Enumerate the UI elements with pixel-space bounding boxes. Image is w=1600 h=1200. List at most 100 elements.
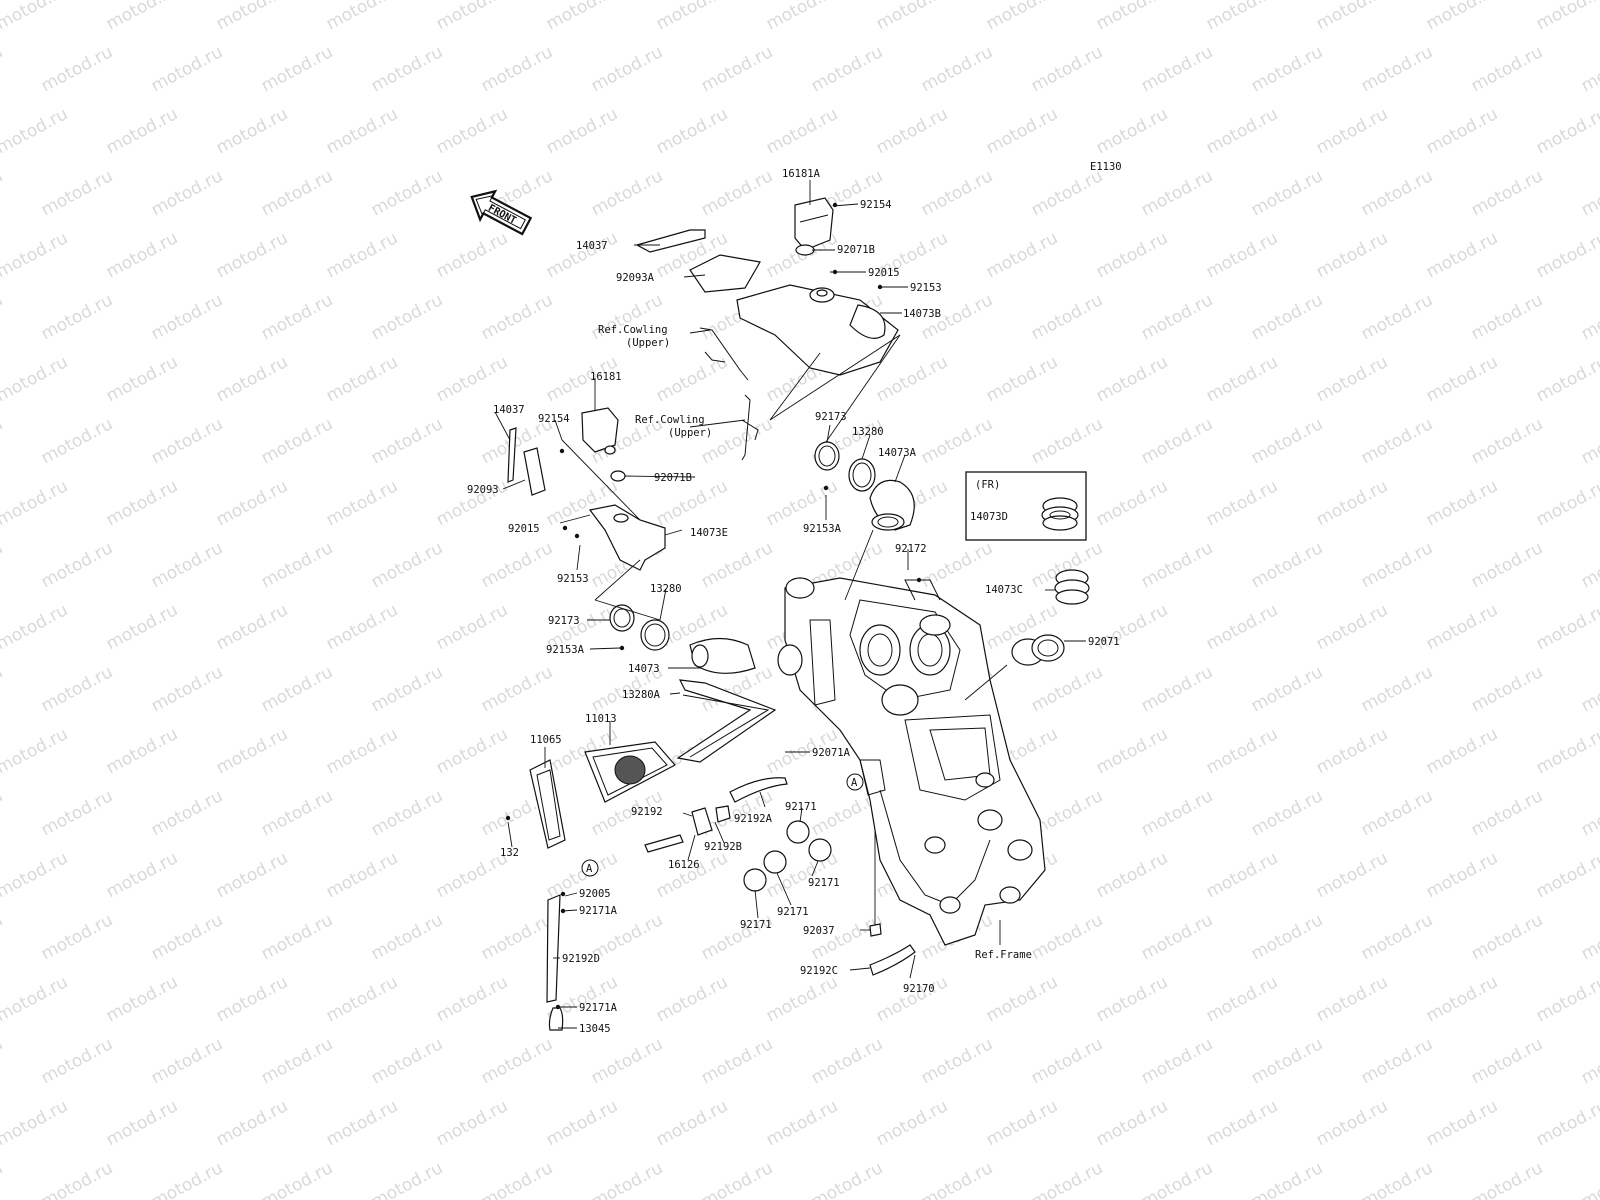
- watermark-text: motod.ru: [588, 42, 666, 96]
- watermark-text: motod.ru: [1578, 42, 1600, 96]
- watermark-text: motod.ru: [0, 476, 71, 530]
- elbow-14073A: [869, 479, 915, 531]
- callout-13280-right: 13280: [852, 426, 884, 438]
- watermark-text: motod.ru: [1093, 228, 1171, 282]
- watermark-text: motod.ru: [478, 1158, 556, 1200]
- duct-14073B: [736, 284, 899, 376]
- watermark-text: motod.ru: [1313, 724, 1391, 778]
- callout-ref-cowling-2b: (Upper): [668, 427, 712, 439]
- watermark-text: motod.ru: [0, 1034, 6, 1088]
- watermark-text: motod.ru: [1578, 166, 1600, 220]
- watermark-text: motod.ru: [918, 42, 996, 96]
- watermark-text: motod.ru: [1138, 290, 1216, 344]
- watermark-text: motod.ru: [368, 42, 446, 96]
- watermark-text: motod.ru: [38, 42, 116, 96]
- grille-14037-left: [507, 427, 517, 483]
- callout-14073B: 14073B: [903, 308, 941, 320]
- watermark-text: motod.ru: [808, 1158, 886, 1200]
- watermark-text: motod.ru: [1313, 972, 1391, 1026]
- watermark-text: motod.ru: [0, 414, 6, 468]
- callout-92153A-right: 92153A: [803, 523, 842, 535]
- intake-cover-16181A: [794, 197, 834, 256]
- watermark-text: motod.ru: [873, 104, 951, 158]
- watermark-text: motod.ru: [1533, 228, 1600, 282]
- joint-16126: [691, 807, 713, 836]
- watermark-text: motod.ru: [543, 228, 621, 282]
- watermark-text: motod.ru: [1533, 972, 1600, 1026]
- watermark-text: motod.ru: [368, 910, 446, 964]
- watermark-text: motod.ru: [1203, 600, 1281, 654]
- watermark-text: motod.ru: [543, 1096, 621, 1150]
- watermark-text: motod.ru: [148, 1158, 226, 1200]
- watermark-text: motod.ru: [0, 786, 6, 840]
- watermark-text: motod.ru: [103, 104, 181, 158]
- watermark-text: motod.ru: [873, 1096, 951, 1150]
- watermark-text: motod.ru: [1248, 290, 1326, 344]
- callout-92171A-1: 92171A: [579, 905, 618, 917]
- drain-hose-92192D: [546, 894, 564, 1031]
- watermark-text: motod.ru: [1248, 1034, 1326, 1088]
- watermark-text: motod.ru: [1028, 42, 1106, 96]
- watermark-text: motod.ru: [1248, 786, 1326, 840]
- watermark-text: motod.ru: [368, 786, 446, 840]
- watermark-text: motod.ru: [368, 290, 446, 344]
- watermark-text: motod.ru: [38, 1034, 116, 1088]
- watermark-text: motod.ru: [213, 104, 291, 158]
- watermark-text: motod.ru: [873, 972, 951, 1026]
- watermark-text: motod.ru: [1423, 972, 1501, 1026]
- watermark-text: motod.ru: [433, 972, 511, 1026]
- watermark-text: motod.ru: [653, 352, 731, 406]
- watermark-text: motod.ru: [588, 1158, 666, 1200]
- watermark-text: motod.ru: [433, 724, 511, 778]
- watermark-text: motod.ru: [1533, 0, 1600, 34]
- watermark-text: motod.ru: [1423, 104, 1501, 158]
- hose-92192B: [715, 805, 731, 823]
- watermark-text: motod.ru: [1138, 1034, 1216, 1088]
- watermark-text: motod.ru: [103, 600, 181, 654]
- callout-14073: 14073: [628, 663, 660, 675]
- hose-92192: [644, 834, 684, 853]
- watermark-text: motod.ru: [873, 0, 951, 34]
- watermark-text: motod.ru: [1203, 724, 1281, 778]
- watermark-text: motod.ru: [323, 1096, 401, 1150]
- watermark-text: motod.ru: [323, 972, 401, 1026]
- watermark-text: motod.ru: [1358, 414, 1436, 468]
- watermark-text: motod.ru: [763, 972, 841, 1026]
- watermark-text: motod.ru: [323, 228, 401, 282]
- watermark-text: motod.ru: [1358, 538, 1436, 592]
- watermark-text: motod.ru: [1468, 42, 1546, 96]
- watermark-text: motod.ru: [808, 910, 886, 964]
- watermark-text: motod.ru: [38, 166, 116, 220]
- callout-16181A: 16181A: [782, 168, 821, 180]
- watermark-text: motod.ru: [0, 600, 71, 654]
- watermark-text: motod.ru: [1423, 0, 1501, 34]
- watermark-text: motod.ru: [103, 1096, 181, 1150]
- watermark-text: motod.ru: [1313, 104, 1391, 158]
- watermark-text: motod.ru: [808, 1034, 886, 1088]
- watermark-text: motod.ru: [983, 1096, 1061, 1150]
- watermark-text: motod.ru: [258, 910, 336, 964]
- callout-92192A: 92192A: [734, 813, 773, 825]
- callout-11065: 11065: [530, 734, 562, 746]
- hose-92192A: [729, 777, 788, 803]
- watermark-text: motod.ru: [698, 166, 776, 220]
- clamps-92171-group: [743, 820, 832, 892]
- clamp-92173-left: [609, 604, 635, 632]
- watermark-text: motod.ru: [1028, 1034, 1106, 1088]
- watermark-text: motod.ru: [103, 0, 181, 34]
- watermark-text: motod.ru: [213, 228, 291, 282]
- callout-a-marker-2: A: [586, 863, 593, 875]
- leader-lines: [494, 180, 1086, 1029]
- watermark-text: motod.ru: [983, 0, 1061, 34]
- watermark-text: motod.ru: [213, 352, 291, 406]
- watermark-text: motod.ru: [1468, 786, 1546, 840]
- watermark-text: motod.ru: [148, 786, 226, 840]
- watermark-text: motod.ru: [1248, 538, 1326, 592]
- callout-92192C: 92192C: [800, 965, 838, 977]
- callout-14073A: 14073A: [878, 447, 917, 459]
- watermark-text: motod.ru: [1028, 662, 1106, 716]
- watermark-text: motod.ru: [478, 290, 556, 344]
- watermark-text: motod.ru: [653, 1096, 731, 1150]
- watermark-text: motod.ru: [983, 228, 1061, 282]
- diagram-code: E1130: [1090, 161, 1122, 173]
